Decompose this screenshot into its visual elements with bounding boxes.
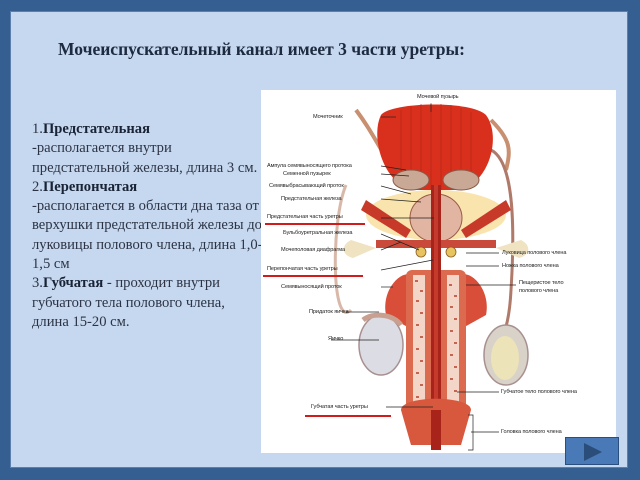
label-corpus-cavernosum-2: полового члена	[519, 288, 559, 294]
label-vas-deferens: Семявыносящий проток	[281, 284, 342, 290]
next-slide-button[interactable]	[565, 437, 619, 465]
label-spongy-urethra: Губчатая часть уретры	[311, 404, 368, 410]
label-glans-penis: Головка полового члена	[501, 429, 562, 435]
label-ureter: Мочеточник	[313, 114, 343, 120]
part-2-name: Перепончатая	[42, 178, 138, 195]
part-2: 2.Перепончатая	[32, 178, 138, 195]
label-bladder: Мочевой пузырь	[417, 94, 459, 100]
highlight-spongy-urethra	[305, 415, 391, 417]
slide-title: Мочеиспускательный канал имеет 3 части у…	[58, 39, 465, 59]
part-2-description: -располагается в области дна таза от вер…	[32, 198, 263, 273]
label-corpus-cavernosum: Пещеристое тело	[519, 280, 564, 286]
part-1-name: Предстательная	[42, 121, 150, 137]
label-prostate: Предстательная железа	[281, 196, 342, 202]
slide-body-text: 1.Предстательная -располагается внутри п…	[32, 120, 264, 332]
part-3-description: - проходит внутри губчатого тела половог…	[32, 275, 225, 330]
highlight-membranous-urethra	[263, 275, 363, 277]
anatomy-figure: Мочевой пузырь Мочеточник Ампула семявын…	[261, 90, 616, 453]
label-prostatic-urethra: Предстательная часть уретры	[267, 214, 343, 220]
label-membranous-urethra: Перепончатая часть уретры	[267, 266, 338, 272]
label-testis: Яичко	[328, 336, 344, 342]
part-1: 1.Предстательная	[32, 121, 150, 137]
label-corpus-spongiosum: Губчатое тело полового члена	[501, 389, 577, 395]
part-3-name: Губчатая	[42, 275, 104, 292]
label-crus-of-penis: Ножка полового члена	[502, 263, 559, 269]
play-arrow-icon	[584, 443, 602, 461]
label-bulb-of-penis: Луковица полового члена	[502, 250, 567, 256]
label-bulbourethral-gland: Бульбоуретральная железа	[283, 230, 353, 236]
label-ampulla: Ампула семявыносящего протока	[267, 163, 352, 169]
highlight-prostatic-urethra	[265, 223, 365, 225]
urethra-anatomy-illustration	[331, 103, 529, 451]
label-urogenital-diaphragm: Мочеполовая диафрагма	[281, 247, 346, 253]
part-3: 3.Губчатая - проходит внутри губчатого т…	[32, 275, 225, 330]
label-ejaculatory-duct: Семявыбрасывающий проток	[269, 183, 344, 189]
label-seminal-vesicle: Семенной пузырек	[283, 171, 331, 177]
part-1-description: -располагается внутри предстательной жел…	[32, 140, 258, 176]
label-epididymis: Придаток яичка	[309, 309, 349, 315]
